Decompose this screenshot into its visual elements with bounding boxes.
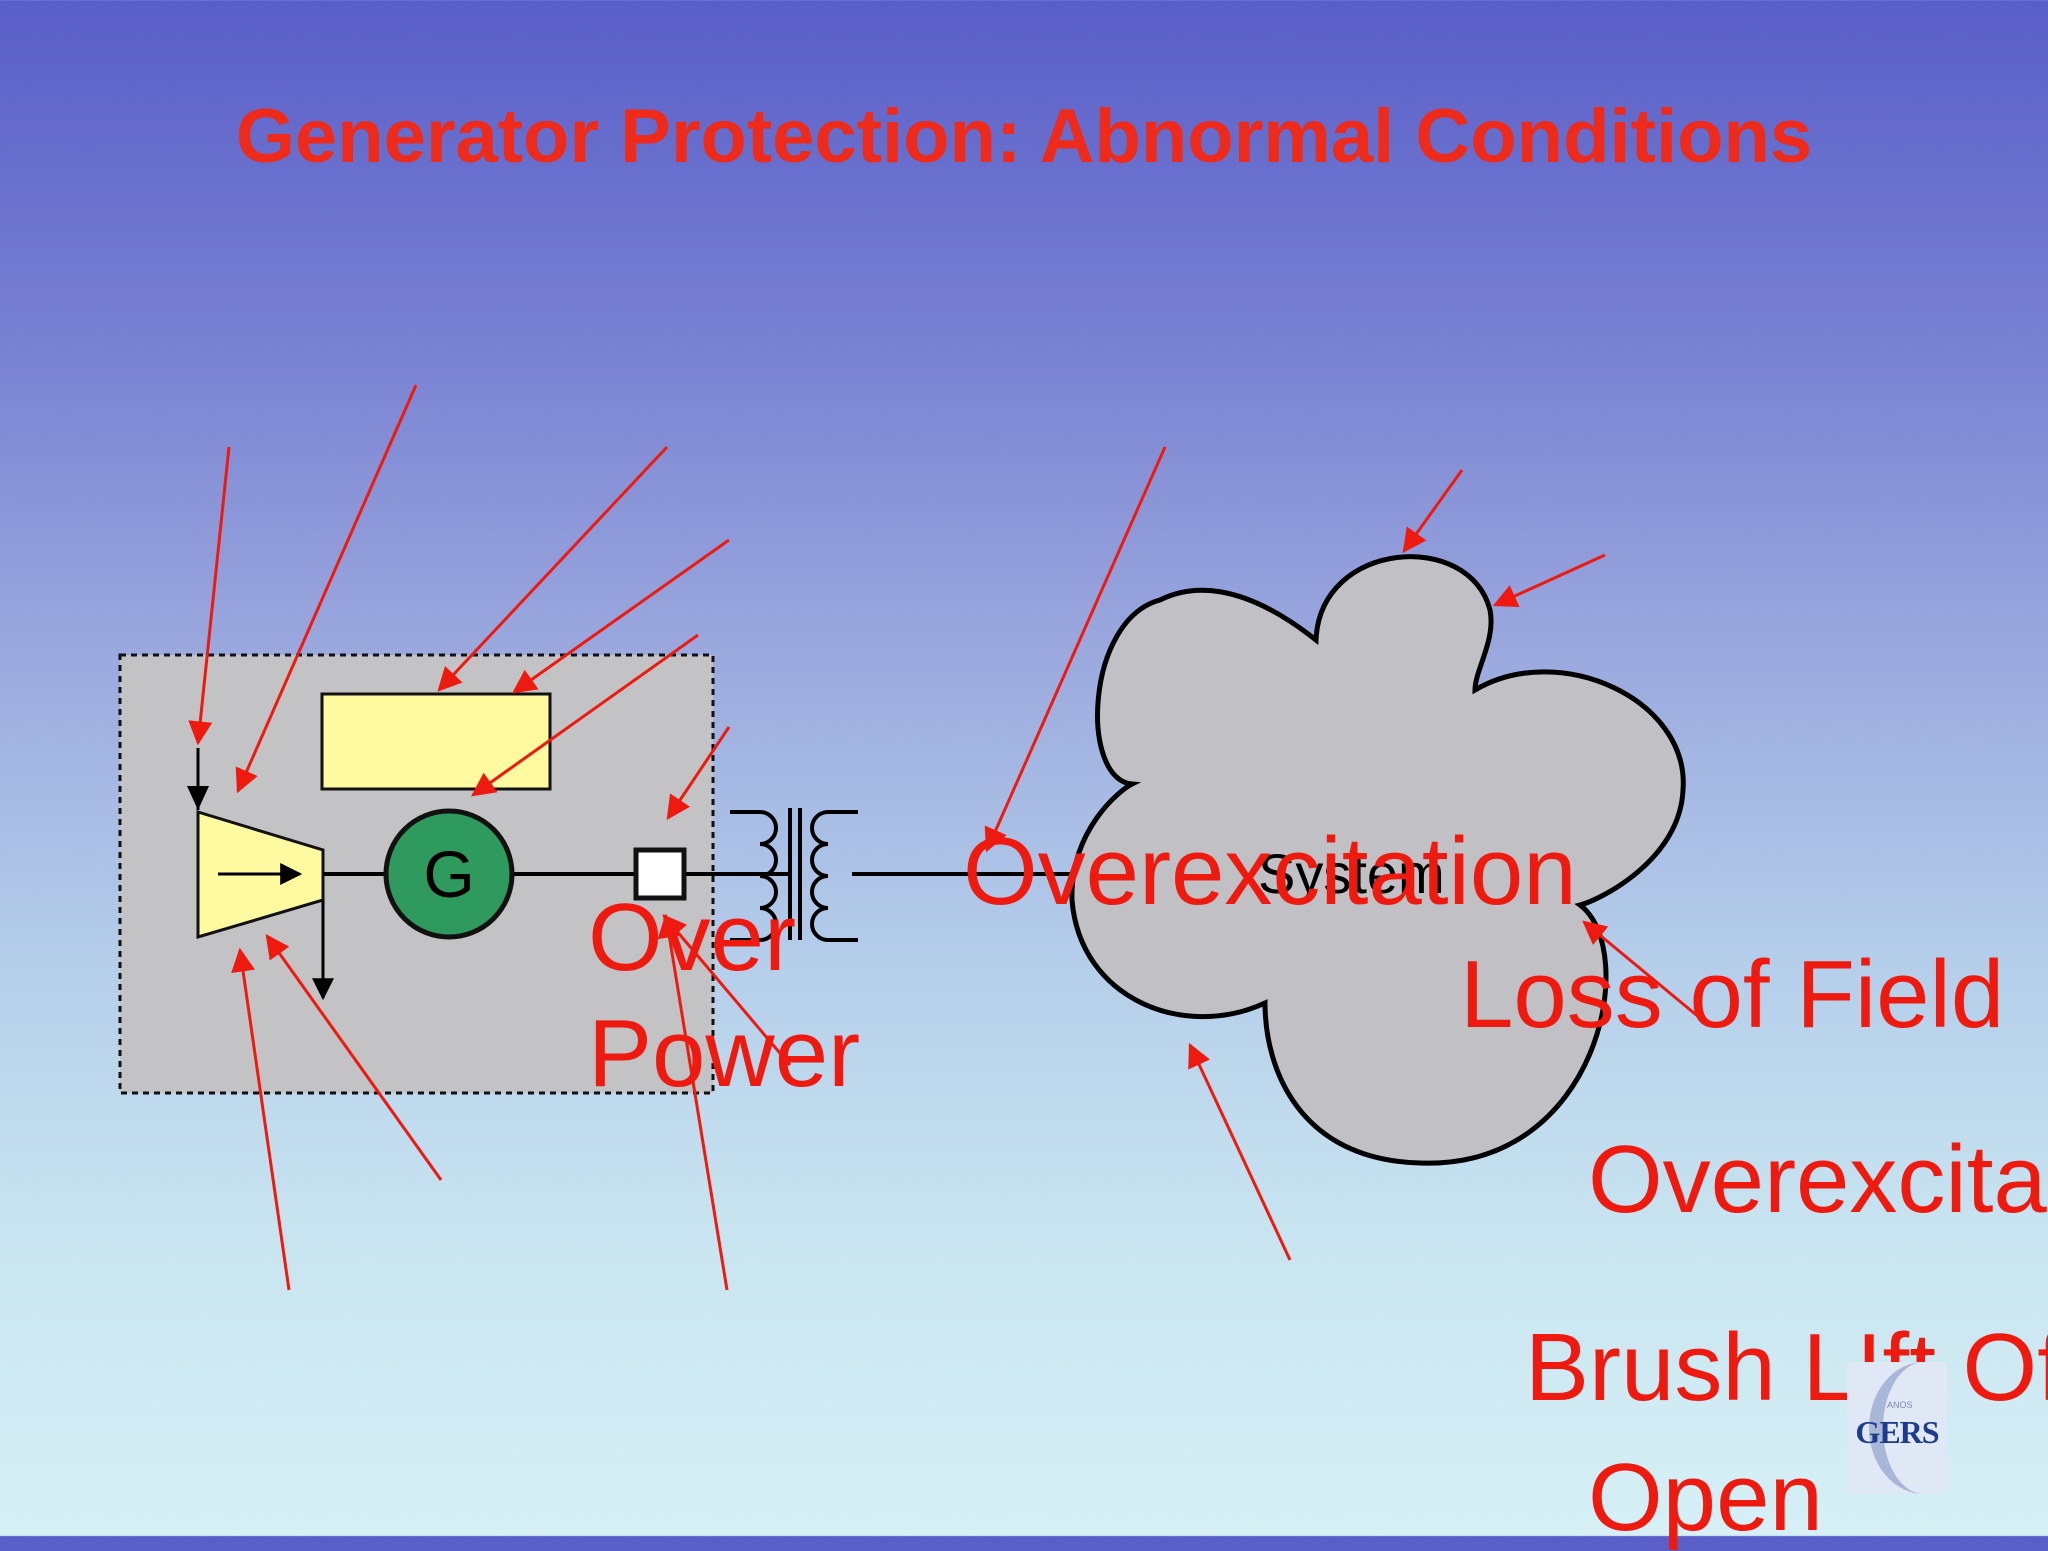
arrow-9 bbox=[1492, 553, 1606, 607]
slide-title: Generator Protection: Abnormal Condition… bbox=[235, 94, 1813, 179]
turbine-inlet-arrowhead bbox=[187, 786, 209, 810]
turbine bbox=[196, 748, 334, 1001]
arrow-5 bbox=[471, 633, 699, 797]
label-loss-of-field: Loss of Field bbox=[1460, 941, 2005, 1048]
logo-anos-text: ANOS bbox=[1887, 1400, 1913, 1410]
arrow-15 bbox=[1582, 920, 1701, 1020]
arrow-11 bbox=[265, 934, 443, 1181]
arrow-1 bbox=[188, 446, 231, 746]
arrow-14 bbox=[1188, 1042, 1292, 1261]
generator-label: G bbox=[423, 837, 474, 911]
label-open: Open bbox=[1588, 1444, 1823, 1551]
label-overexcitation-top: Overexcitation bbox=[963, 818, 1577, 925]
arrow-4 bbox=[512, 538, 730, 694]
exciter-box bbox=[320, 692, 552, 791]
gers-logo: ANOS GERS bbox=[1847, 1362, 1947, 1494]
arrow-12 bbox=[657, 913, 729, 1291]
generator bbox=[383, 808, 515, 940]
system-label: System bbox=[1258, 842, 1445, 905]
arrow-13 bbox=[662, 914, 792, 1066]
system-cloud bbox=[1069, 554, 1686, 1166]
arrow-7 bbox=[984, 446, 1167, 853]
label-over-power-1: Over bbox=[588, 884, 797, 991]
logo-name: GERS bbox=[1855, 1414, 1939, 1450]
arrow-6 bbox=[666, 726, 731, 820]
arrow-2 bbox=[235, 384, 418, 794]
arrow-3 bbox=[437, 445, 669, 692]
breaker bbox=[633, 847, 687, 901]
arrow-10 bbox=[231, 947, 291, 1291]
condition-arrows bbox=[188, 384, 1701, 1291]
arrow-8 bbox=[1402, 469, 1464, 553]
label-over-power-2: Power bbox=[588, 1000, 861, 1107]
label-brush-lift-off: Brush LIft Of bbox=[1525, 1314, 2048, 1421]
transformer bbox=[730, 808, 858, 942]
label-overexcitation-right: Overexcita bbox=[1588, 1126, 2047, 1233]
